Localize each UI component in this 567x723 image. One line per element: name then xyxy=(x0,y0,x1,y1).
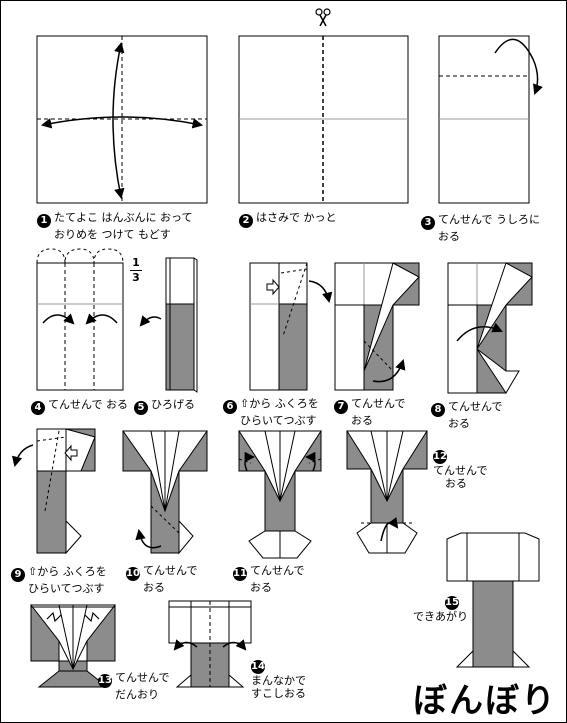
arrow-icon xyxy=(173,639,198,651)
arrow-icon xyxy=(42,313,75,325)
step-number-badge: 5 xyxy=(134,401,148,415)
step-number-badge: 3 xyxy=(421,216,435,230)
step-text: てんせんで うしろに xyxy=(438,213,540,226)
step-14-diagram xyxy=(168,600,252,688)
step-number-badge: 1 xyxy=(37,214,51,228)
fraction-label: 1 3 xyxy=(130,257,142,284)
step-5-diagram xyxy=(139,257,198,393)
step-number-badge: 15 xyxy=(445,596,459,610)
step-4-diagram xyxy=(36,248,124,391)
arrow-icon xyxy=(380,517,399,542)
step-text: おる xyxy=(143,581,165,594)
step-2-diagram xyxy=(238,8,409,204)
step-number-badge: 14 xyxy=(251,660,265,674)
arrow-icon xyxy=(372,359,406,383)
fraction-bar xyxy=(130,270,142,271)
step-number-badge: 8 xyxy=(431,403,445,417)
step-text: てんせんで おる xyxy=(48,398,128,411)
arrow-icon xyxy=(308,280,333,304)
step-text: だんおり xyxy=(115,688,159,701)
step-number-badge: 12 xyxy=(433,450,447,464)
step-text: すこしおる xyxy=(251,687,306,700)
step-8-diagram xyxy=(447,262,533,394)
fraction-denominator: 3 xyxy=(132,271,140,284)
step-text: てんせんで xyxy=(143,564,198,577)
arrow-icon xyxy=(244,451,256,472)
step-number-badge: 7 xyxy=(334,400,348,414)
step-number-badge: 2 xyxy=(239,214,253,228)
step-text: てんせんで xyxy=(351,397,406,410)
step-text: おる xyxy=(351,414,373,427)
step-10-diagram xyxy=(122,430,208,555)
step-12-diagram xyxy=(346,430,428,554)
arrow-icon xyxy=(135,528,162,549)
step-9-diagram xyxy=(11,428,96,555)
step-text: てんせんで xyxy=(115,671,170,684)
step-text: おりめを つけて もどす xyxy=(54,228,171,241)
arrow-icon xyxy=(40,116,204,129)
step-text: おる xyxy=(438,230,460,243)
step-text: おる xyxy=(448,417,470,430)
arrow-icon xyxy=(456,322,503,342)
step-number-badge: 10 xyxy=(126,567,140,581)
arrow-icon xyxy=(139,315,162,327)
step-text: ひらいてつぶす xyxy=(28,582,105,595)
step-text: てんせんで xyxy=(448,400,503,413)
step-15-caption: 15 できあがり xyxy=(413,593,468,623)
fraction-numerator: 1 xyxy=(132,256,140,269)
arrow-icon xyxy=(46,611,62,623)
page-title: ぼんぼり xyxy=(413,681,557,721)
step-9-caption: 9⇧から ふくろを ひらいてつぶす xyxy=(11,565,107,595)
arrow-icon xyxy=(85,313,118,325)
step-6-diagram xyxy=(249,262,333,391)
step-13-diagram xyxy=(29,604,117,688)
step-6-caption: 6⇧から ふくろを ひらいてつぶす xyxy=(223,397,319,427)
step-text: ひらいてつぶす xyxy=(240,414,317,427)
step-text: おる xyxy=(445,477,467,490)
step-12-caption: 12 てんせんで おる xyxy=(433,447,487,490)
arrow-icon xyxy=(494,38,543,95)
step-1-diagram xyxy=(36,35,208,204)
step-text: ⇧から ふくろを xyxy=(240,397,319,410)
step-number-badge: 11 xyxy=(233,567,247,581)
step-text: まんなかで xyxy=(251,674,306,687)
scissors-icon xyxy=(315,8,331,27)
step-text: できあがり xyxy=(413,610,468,623)
step-number-badge: 13 xyxy=(98,674,112,688)
arrow-icon xyxy=(222,639,247,651)
arrow-icon xyxy=(84,611,100,623)
step-14-caption: 14 まんなかで すこしおる xyxy=(251,657,306,700)
step-text: はさみで かっと xyxy=(256,211,337,224)
step-text: てんせんで xyxy=(250,564,305,577)
step-number-badge: 9 xyxy=(11,568,25,582)
step-3-diagram xyxy=(438,35,543,204)
step-7-diagram xyxy=(334,262,420,391)
step-text: ⇧から ふくろを xyxy=(28,565,107,578)
step-15-diagram xyxy=(446,532,540,668)
arrow-icon xyxy=(11,444,34,468)
arrow-icon xyxy=(304,451,316,472)
step-text: おる xyxy=(250,581,272,594)
step-text: たてよこ はんぶんに おって xyxy=(54,211,193,224)
step-text: てんせんで xyxy=(433,464,488,477)
hollow-arrow-icon xyxy=(266,278,280,296)
step-11-diagram xyxy=(238,430,322,559)
step-text: ひろげる xyxy=(151,398,195,411)
step-number-badge: 6 xyxy=(223,400,237,414)
step-number-badge: 4 xyxy=(31,401,45,415)
hollow-arrow-icon xyxy=(64,444,78,462)
